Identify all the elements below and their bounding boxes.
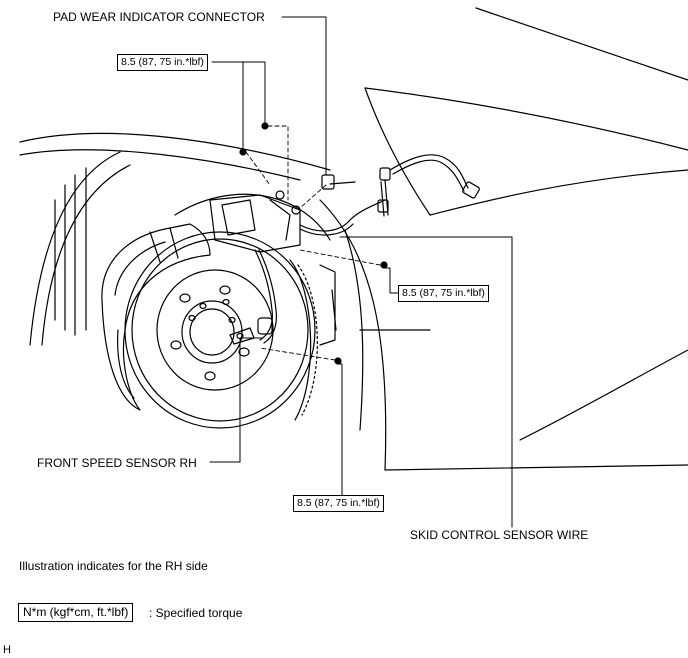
- legend-torque-text: : Specified torque: [149, 606, 243, 620]
- skid-control-sensor-wire-label: SKID CONTROL SENSOR WIRE: [410, 528, 589, 542]
- front-speed-sensor-label: FRONT SPEED SENSOR RH: [37, 456, 197, 470]
- side-note: Illustration indicates for the RH side: [19, 559, 208, 573]
- connectors: [229, 167, 480, 345]
- body-panel-lines: [19, 7, 688, 471]
- assembly-guide-lines: [245, 125, 381, 361]
- legend-torque-box: N*m (kgf*cm, ft.*lbf): [18, 603, 134, 622]
- leader-lines: [209, 16, 513, 528]
- corner-mark: H: [3, 644, 11, 656]
- disc-rotor: [124, 231, 318, 429]
- torque-spec-right: 8.5 (87, 75 in.*lbf): [398, 285, 489, 302]
- torque-spec-bottom: 8.5 (87, 75 in.*lbf): [293, 495, 384, 512]
- knuckle-bracket: [209, 194, 337, 346]
- torque-spec-top: 8.5 (87, 75 in.*lbf): [117, 54, 208, 71]
- brake-caliper: [101, 223, 211, 411]
- lug-studs: [170, 285, 250, 381]
- pad-wear-indicator-connector-label: PAD WEAR INDICATOR CONNECTOR: [53, 10, 265, 24]
- bolts: [239, 122, 388, 365]
